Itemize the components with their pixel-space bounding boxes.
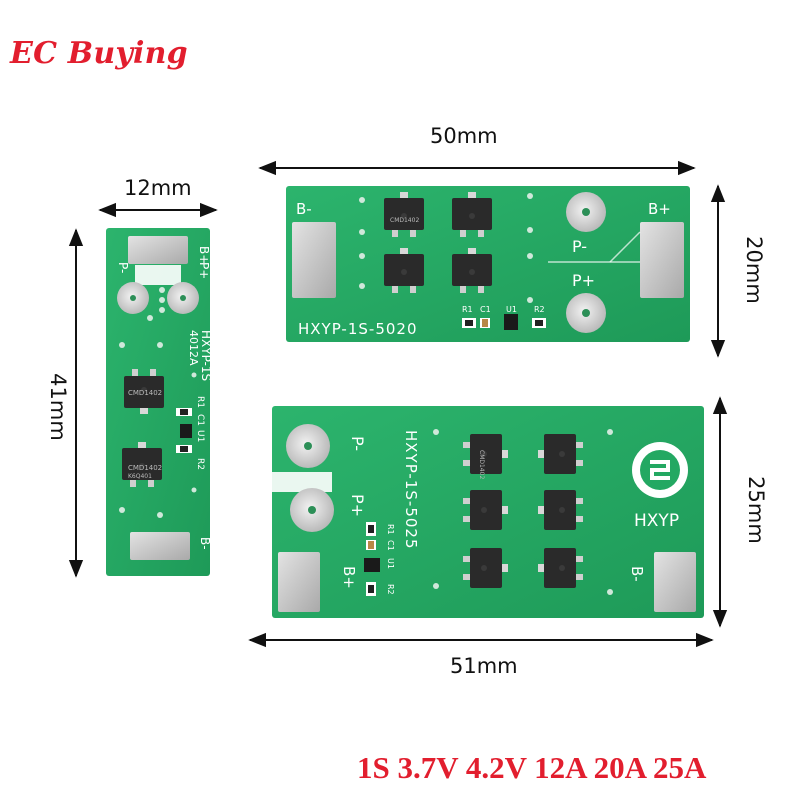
dim-label-small-width: 12mm [124,176,192,200]
dim-label-bottom-width: 51mm [450,654,518,678]
bottom-pad-label-pp: P+ [348,494,367,517]
small-pad-label-bp: B+ [197,246,211,264]
small-label-c1: C1 [195,414,205,426]
dim-label-top-height: 20mm [741,236,766,304]
small-pad-label-pm: P- [116,262,130,273]
top-pad-label-bp: B+ [648,200,671,218]
bottom-label-c1: C1 [386,540,395,551]
bottom-model-text: HXYP-1S-5025 [402,430,420,550]
small-mosfet-code: K6Q401 [128,473,152,480]
brand-logo: EC Buying [10,36,188,71]
small-pad-label-bm: B- [198,537,212,550]
small-mosfet-text-b: CMD1402 [128,464,162,472]
small-current-text: 4012A [187,330,200,366]
bottom-pad-label-bp: B+ [340,566,358,589]
spec-text: 1S 3.7V 4.2V 12A 20A 25A [357,750,707,785]
pcb-bottom [272,406,704,618]
small-mosfet-text-a: CMD1402 [128,389,162,397]
top-label-r2: R2 [534,305,545,314]
pcb-top [286,186,690,342]
bottom-label-u1: U1 [386,558,395,569]
top-pad-label-bm: B- [296,200,312,218]
top-mosfet-text: CMD1402 [390,217,419,224]
top-model-text: HXYP-1S-5020 [298,320,418,338]
top-label-u1: U1 [506,305,517,314]
bottom-label-r2: R2 [386,584,395,595]
bottom-pad-label-bm: B- [628,566,646,582]
small-model-text: HXYP-1S [199,330,213,381]
top-label-r1: R1 [462,305,473,314]
dim-label-top-width: 50mm [430,124,498,148]
top-pad-label-pp: P+ [572,271,595,290]
small-label-r1: R1 [195,396,205,408]
bottom-logo-text: HXYP [634,511,679,531]
top-pad-label-pm: P- [572,237,587,256]
top-label-c1: C1 [480,305,491,314]
pcb-small [106,228,210,576]
small-label-u1: U1 [195,430,205,442]
dim-label-small-length: 41mm [45,373,70,441]
small-pad-label-pp: P+ [197,262,211,279]
small-label-r2: R2 [195,458,205,470]
bottom-label-r1: R1 [386,524,395,535]
dim-label-bottom-height: 25mm [743,476,768,544]
bottom-pad-label-pm: P- [348,436,367,451]
bottom-mosfet-text: CMD1402 [478,450,485,479]
